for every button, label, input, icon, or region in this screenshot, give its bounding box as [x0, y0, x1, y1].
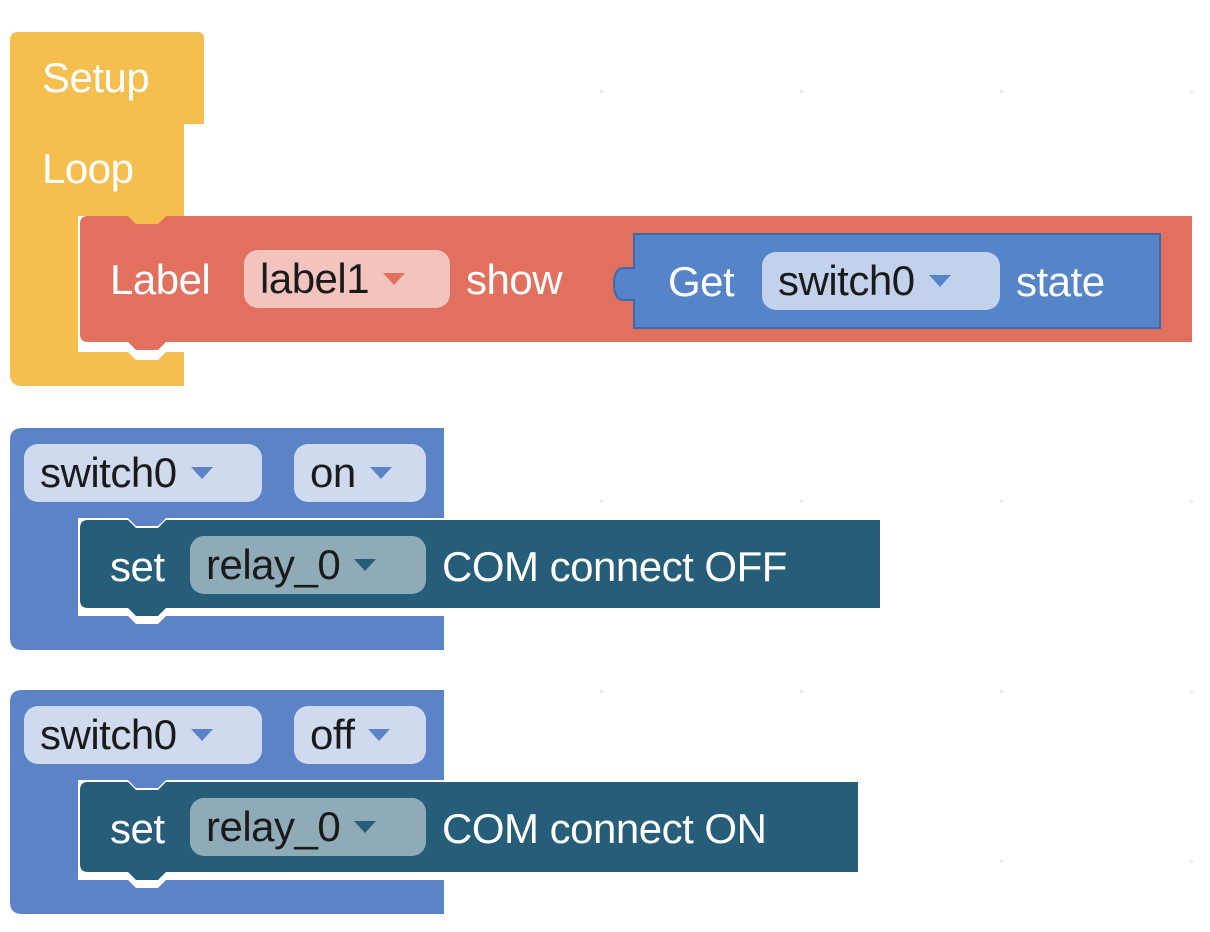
event1-relay-dropdown-value: relay_0 — [206, 541, 341, 588]
event2-relay-dropdown-value: relay_0 — [206, 803, 341, 850]
chevron-down-icon — [928, 275, 951, 287]
setup-block-shape — [10, 32, 204, 132]
label-dropdown-value: label1 — [260, 255, 370, 302]
chevron-down-icon — [368, 729, 391, 741]
event2-switch-dropdown[interactable]: switch0 — [24, 706, 262, 764]
event2-switch-dropdown-value: switch0 — [40, 711, 177, 758]
grid-dot — [1000, 90, 1003, 93]
state-keyword: state — [1016, 258, 1105, 305]
grid-dot — [1190, 500, 1193, 503]
chevron-down-icon — [354, 821, 377, 833]
grid-dot — [1000, 690, 1003, 693]
grid-dot — [800, 690, 803, 693]
label-keyword: Label — [110, 256, 211, 303]
chevron-down-icon — [369, 467, 392, 479]
grid-dot — [1190, 90, 1193, 93]
event1-switch-dropdown-value: switch0 — [40, 449, 177, 496]
grid-dot — [800, 500, 803, 503]
show-keyword: show — [466, 256, 563, 303]
event1-switch-dropdown[interactable]: switch0 — [24, 444, 262, 502]
event1-set-keyword: set — [110, 543, 165, 590]
event2-state-dropdown[interactable]: off — [294, 706, 426, 764]
event1-relay-dropdown[interactable]: relay_0 — [190, 536, 426, 594]
event2-set-keyword: set — [110, 805, 165, 852]
event2-relay-action: COM connect ON — [442, 805, 767, 852]
setup-loop-block[interactable] — [0, 0, 1210, 400]
chevron-down-icon — [354, 559, 377, 571]
chevron-down-icon — [190, 467, 213, 479]
grid-dot — [600, 690, 603, 693]
chevron-down-icon — [190, 729, 213, 741]
loop-label: Loop — [42, 145, 134, 192]
event1-relay-action: COM connect OFF — [442, 543, 787, 590]
grid-dot — [1000, 500, 1003, 503]
get-keyword: Get — [668, 258, 735, 305]
setup-label: Setup — [42, 54, 150, 101]
event1-state-dropdown[interactable]: on — [294, 444, 426, 502]
grid-dot — [800, 90, 803, 93]
chevron-down-icon — [383, 273, 406, 285]
event2-state-dropdown-value: off — [310, 711, 355, 758]
grid-dot — [1190, 690, 1193, 693]
grid-dot — [1000, 860, 1003, 863]
grid-dot — [600, 500, 603, 503]
loop-block-shape — [10, 124, 184, 386]
event2-relay-dropdown[interactable]: relay_0 — [190, 798, 426, 856]
grid-dot — [1190, 860, 1193, 863]
label-show-block[interactable] — [0, 0, 1210, 400]
get-switch-dropdown[interactable]: switch0 — [762, 252, 1000, 310]
get-switch-dropdown-value: switch0 — [778, 257, 915, 304]
label-dropdown[interactable]: label1 — [244, 250, 450, 308]
grid-dot — [600, 90, 603, 93]
event1-state-dropdown-value: on — [310, 449, 356, 496]
